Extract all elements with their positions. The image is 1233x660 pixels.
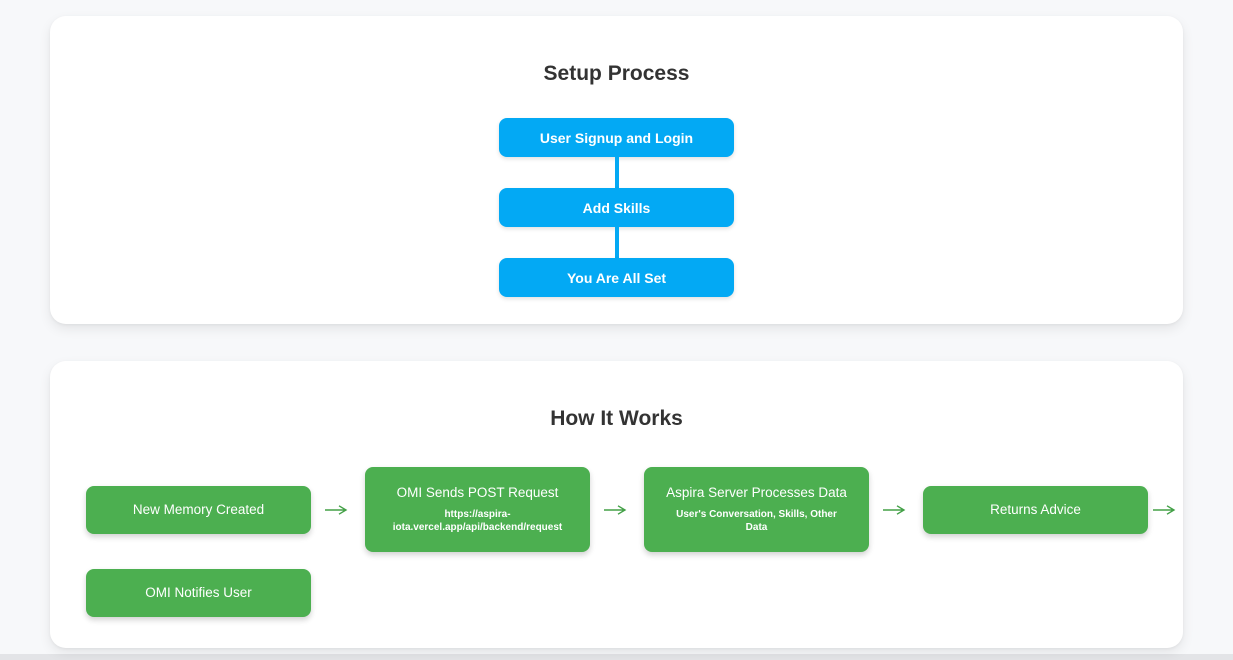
flow-step-label: OMI Sends POST Request [396,485,559,500]
setup-step-node: Add Skills [499,188,734,227]
setup-step-node: You Are All Set [499,258,734,297]
flow-step-node: OMI Sends POST Request https://aspira-io… [365,467,590,552]
flow-step-label: OMI Notifies User [145,585,252,600]
flow-step-sublabel: https://aspira-iota.vercel.app/api/backe… [392,509,563,533]
flow-step-label: Aspira Server Processes Data [666,485,847,500]
setup-step-label: Add Skills [582,199,651,216]
flow-step-node: New Memory Created [86,485,311,534]
flow-row: New Memory Created OMI Sends POST Reques… [86,467,1183,552]
arrow-right-icon [311,503,365,517]
arrow-right-icon [869,503,923,517]
flow-step-label: Returns Advice [990,501,1081,517]
setup-process-title: Setup Process [543,62,690,85]
setup-step-label: User Signup and Login [539,129,694,146]
setup-step-label: You Are All Set [566,269,667,286]
how-it-works-flow: New Memory Created OMI Sends POST Reques… [86,467,1183,617]
setup-process-flow: User Signup and Login Add Skills You Are… [50,118,1183,297]
how-it-works-title: How It Works [550,407,683,430]
setup-process-card: Setup Process User Signup and Login Add … [50,16,1183,324]
flow-row: OMI Notifies User [86,569,1183,617]
flow-step-label: New Memory Created [132,501,265,517]
how-it-works-card: How It Works New Memory Created OMI Send… [50,361,1183,648]
arrow-right-icon [1148,503,1183,517]
connector-line [614,157,619,188]
setup-step-node: User Signup and Login [499,118,734,157]
flow-step-node: Aspira Server Processes Data User's Conv… [644,467,869,552]
flow-step-sublabel: User's Conversation, Skills, Other Data [676,509,837,533]
connector-line [614,227,619,258]
flow-step-node: Returns Advice [923,485,1148,534]
flow-step-node: OMI Notifies User [86,569,311,617]
arrow-right-icon [590,503,644,517]
